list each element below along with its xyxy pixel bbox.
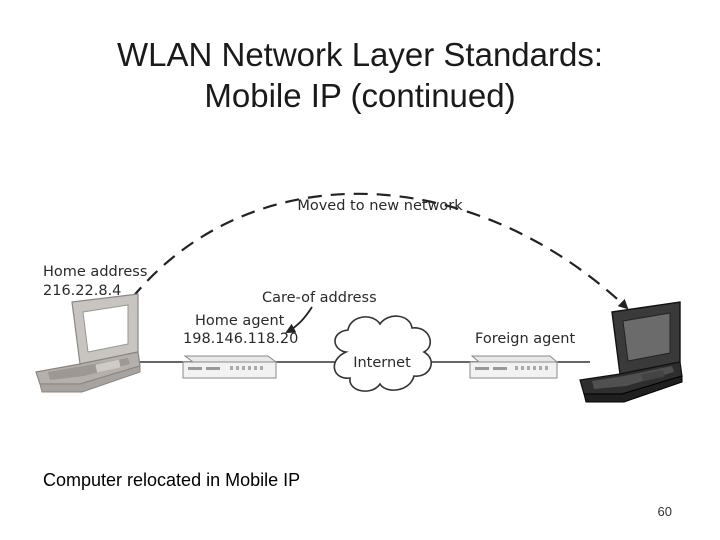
- home-address-value: 216.22.8.4: [43, 283, 121, 299]
- foreign-agent-router-icon: [469, 355, 559, 379]
- slide-title: WLAN Network Layer Standards: Mobile IP …: [0, 34, 720, 116]
- home-agent-router-icon: [182, 355, 278, 379]
- figure-caption: Computer relocated in Mobile IP: [43, 470, 301, 490]
- move-arc-arrow: [131, 192, 629, 310]
- internet-cloud-icon: [333, 315, 432, 392]
- care-of-arrow: [285, 306, 313, 333]
- home-agent-label: Home agent: [195, 313, 285, 329]
- care-of-label: Care-of address: [262, 290, 377, 306]
- arc-label: Moved to new network: [297, 198, 463, 214]
- title-line-1: WLAN Network Layer Standards:: [116, 36, 604, 73]
- internet-label: Internet: [353, 355, 411, 371]
- foreign-agent-label: Foreign agent: [475, 331, 575, 347]
- page-number: 60: [657, 504, 672, 519]
- relocated-laptop-icon: [579, 301, 683, 403]
- home-agent-ip: 198.146.118.20: [183, 331, 298, 347]
- home-address-label: Home address: [43, 264, 147, 280]
- home-laptop-icon: [35, 293, 141, 393]
- title-line-2: Mobile IP (continued): [204, 77, 516, 114]
